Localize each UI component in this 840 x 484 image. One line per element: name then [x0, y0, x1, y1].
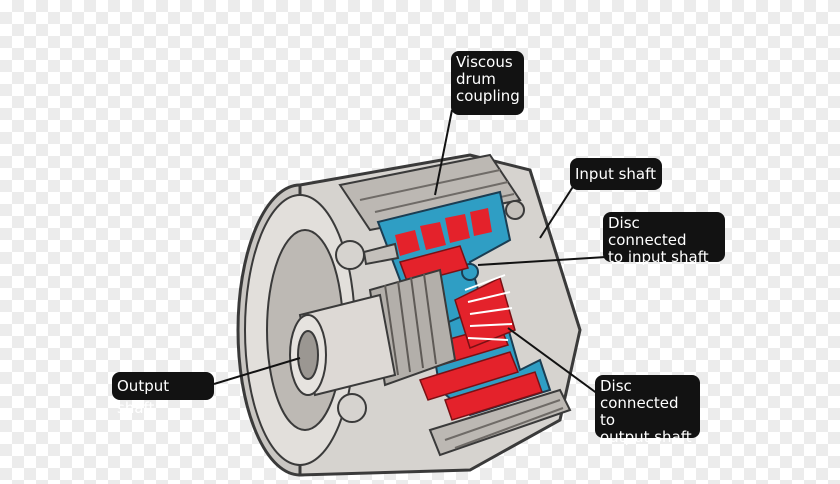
output-shaft-discs: [395, 208, 543, 421]
output-shaft: [289, 293, 397, 397]
label-disc-input-shaft: Disc connected to input shaft: [603, 212, 725, 266]
label-output-shaft: Output shaft: [112, 372, 214, 417]
bolts: [335, 200, 525, 423]
leader-lines: [213, 109, 607, 395]
label-viscous-drum-coupling: Viscous drum coupling: [451, 51, 524, 115]
disc-ribs: [464, 274, 513, 341]
label-disc-output-shaft: Disc connected to output shaft: [595, 375, 700, 446]
label-input-shaft: Input shaft: [570, 158, 662, 190]
